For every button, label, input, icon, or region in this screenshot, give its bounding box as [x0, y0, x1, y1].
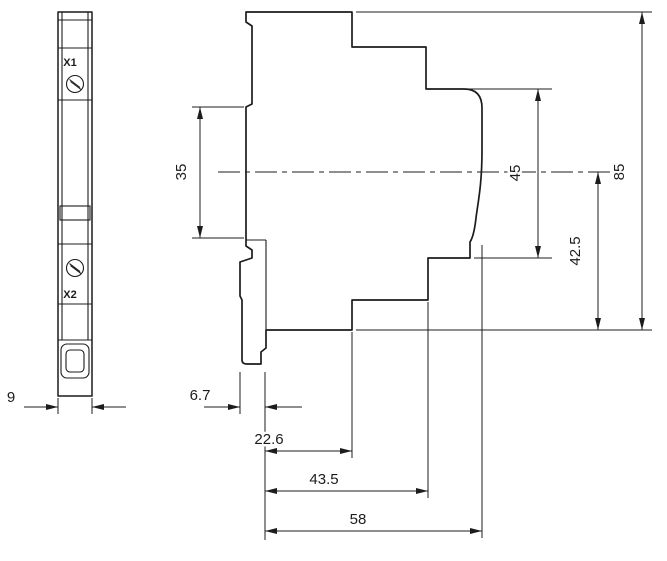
dim-35: 35 [171, 106, 244, 239]
dim-label-width: 9 [7, 389, 15, 406]
dim-label-mid-depth: 43.5 [309, 471, 338, 488]
dim-42-5: 42.5 [565, 172, 601, 330]
dim-6-7: 6.7 [187, 385, 302, 410]
side-view [218, 11, 612, 365]
dim-label-section-height: 45 [507, 165, 524, 182]
terminal-screw-bottom-icon [65, 258, 85, 278]
dim-85: 85 [356, 11, 652, 331]
din-clip-front [60, 343, 90, 379]
dim-22-6: 22.6 [252, 429, 352, 454]
dim-43-5: 43.5 [265, 469, 428, 494]
side-view-profile-outline [239, 11, 483, 365]
dim-label-front-depth: 22.6 [254, 431, 283, 448]
dim-58: 58 [265, 509, 482, 534]
dim-label-latch-depth: 6.7 [190, 387, 211, 404]
terminal-x2-label: X2 [63, 289, 76, 301]
terminal-screw-top-icon [65, 74, 85, 94]
dimensions: 35 45 42.5 85 6.7 [171, 11, 652, 540]
front-view-body-outline [57, 11, 93, 397]
front-view-window [59, 205, 91, 221]
dim-label-total-height: 85 [611, 164, 628, 181]
front-view: X1 X2 9 [4, 11, 126, 414]
terminal-x1-label: X1 [63, 57, 76, 69]
dim-width-9: 9 [4, 387, 126, 414]
dim-label-front-height: 35 [173, 164, 190, 181]
dim-45: 45 [468, 88, 552, 259]
dim-label-total-depth: 58 [350, 511, 367, 528]
dim-label-half-height: 42.5 [567, 236, 584, 265]
